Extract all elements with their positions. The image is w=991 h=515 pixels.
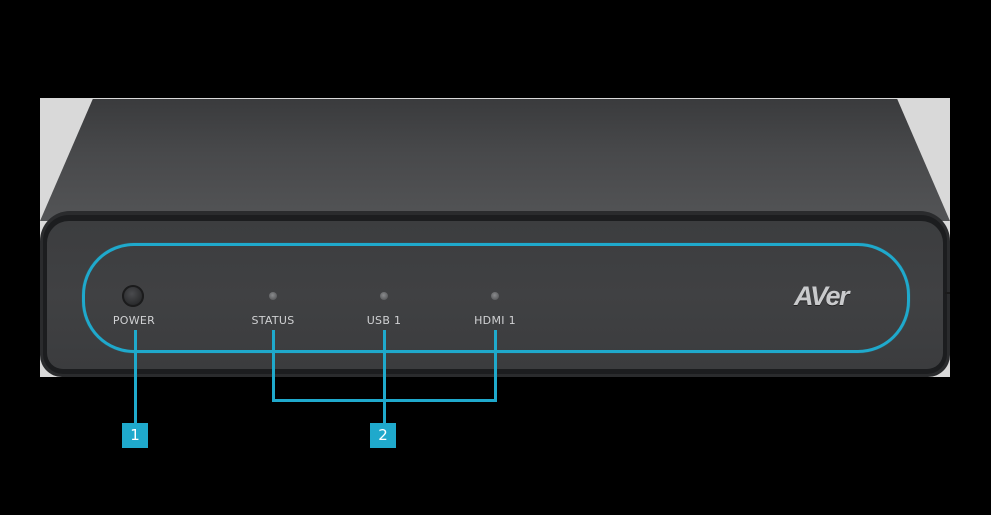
hdmi1-label: HDMI 1 — [474, 314, 516, 327]
power-label: POWER — [112, 314, 156, 327]
callout-2-leader-hdmi1 — [494, 330, 497, 402]
usb1-led-icon — [380, 292, 388, 300]
callout-badge-1: 1 — [122, 423, 148, 448]
callout-2-leader-status — [272, 330, 275, 402]
callout-badge-2: 2 — [370, 423, 396, 448]
callout-1-leader-line — [134, 330, 137, 425]
status-led-icon — [269, 292, 277, 300]
callout-2-leader-usb1 — [383, 330, 386, 425]
device-top-surface — [40, 99, 950, 221]
usb1-label: USB 1 — [366, 314, 402, 327]
hdmi1-led-icon — [491, 292, 499, 300]
status-label: STATUS — [251, 314, 295, 327]
power-button-icon[interactable] — [122, 285, 144, 307]
aver-logo: AVer — [794, 281, 850, 311]
device-side-seam — [945, 292, 950, 294]
callout-2-bracket — [272, 399, 497, 402]
